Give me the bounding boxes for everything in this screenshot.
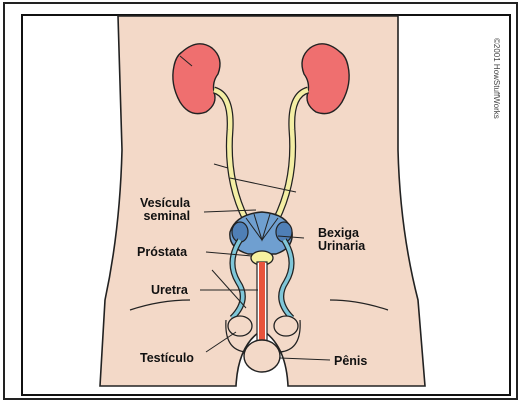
urethra	[259, 262, 265, 352]
left-kidney	[173, 44, 220, 114]
label-vesicula-seminal: Vesícula seminal	[140, 197, 190, 223]
label-penis: Pênis	[334, 355, 367, 368]
label-bexiga-line2: Urinaria	[318, 240, 365, 253]
left-seminal-vesicle	[232, 222, 248, 242]
label-uretra: Uretra	[151, 284, 188, 297]
left-testicle	[228, 316, 252, 336]
right-testicle	[274, 316, 298, 336]
right-kidney	[302, 44, 349, 114]
penis-glans	[244, 340, 280, 372]
label-vesicula-line2: seminal	[140, 210, 190, 223]
right-seminal-vesicle	[276, 222, 292, 242]
label-prostata: Próstata	[137, 246, 187, 259]
label-bexiga-urinaria: Bexiga Urinaria	[318, 227, 365, 253]
label-testiculo: Testículo	[140, 352, 194, 365]
copyright-notice: ©2001 HowStuffWorks	[492, 38, 501, 119]
